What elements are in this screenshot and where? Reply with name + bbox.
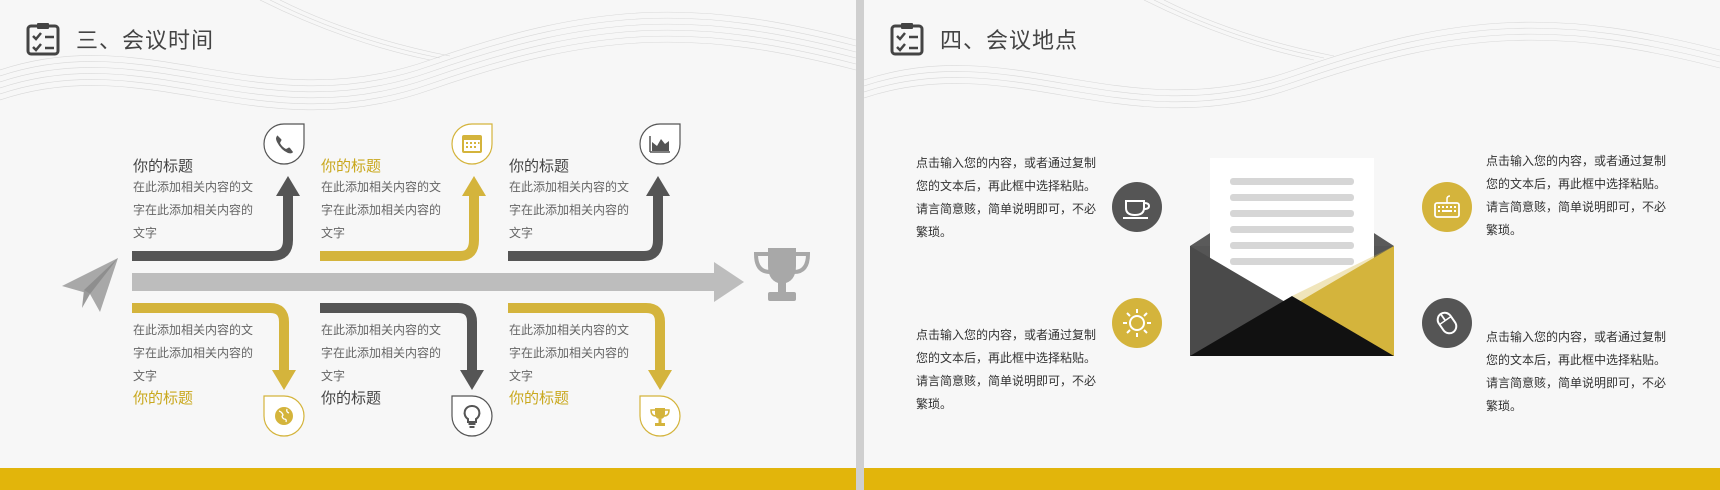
branch-arrow-top-2 bbox=[320, 194, 479, 261]
slide-title: 四、会议地点 bbox=[940, 29, 1079, 54]
item-bottom-2-title: 你的标题 bbox=[321, 389, 382, 407]
trophy-icon bbox=[650, 408, 670, 426]
branch-arrow-top-3 bbox=[508, 194, 663, 261]
item-top-3-title: 你的标题 bbox=[509, 157, 570, 175]
coffee-cup-icon-badge bbox=[1112, 182, 1162, 232]
item-top-2-title: 你的标题 bbox=[321, 157, 382, 175]
footer-accent-bar bbox=[0, 468, 856, 490]
item-top-1-title: 你的标题 bbox=[133, 157, 194, 175]
item-bottom-1-body: 在此添加相关内容的文字在此添加相关内容的文字 bbox=[133, 323, 254, 383]
branch-arrow-bottom-3 bbox=[508, 303, 665, 370]
info-text-top-left: 点击输入您的内容，或者通过复制您的文本后，再此框中选择粘贴。请言简意赅，简单说明… bbox=[916, 156, 1097, 239]
mouse-icon bbox=[1436, 311, 1458, 335]
info-text-bottom-left: 点击输入您的内容，或者通过复制您的文本后，再此框中选择粘贴。请言简意赅，简单说明… bbox=[916, 328, 1097, 411]
clipboard-checklist-icon bbox=[890, 23, 924, 56]
branch-arrow-bottom-2 bbox=[320, 303, 477, 370]
keyboard-icon bbox=[1434, 195, 1460, 218]
branch-arrow-top-1 bbox=[132, 194, 293, 261]
badge-top-2 bbox=[451, 123, 493, 165]
sun-icon bbox=[1123, 309, 1151, 337]
item-top-3-body: 在此添加相关内容的文字在此添加相关内容的文字 bbox=[509, 180, 630, 240]
globe-icon bbox=[275, 407, 293, 425]
item-top-2-body: 在此添加相关内容的文字在此添加相关内容的文字 bbox=[321, 180, 442, 240]
coffee-cup-icon bbox=[1123, 200, 1151, 219]
item-bottom-3-body: 在此添加相关内容的文字在此添加相关内容的文字 bbox=[509, 323, 630, 383]
slide-meeting-location: 四、会议地点 bbox=[864, 0, 1720, 490]
background-wave-decoration bbox=[0, 0, 856, 111]
slide-meeting-time: 三、会议时间 bbox=[0, 0, 856, 490]
item-bottom-1-title: 你的标题 bbox=[133, 389, 194, 407]
envelope-letter-illustration bbox=[1190, 158, 1394, 356]
paper-plane-icon bbox=[62, 258, 118, 312]
badge-bottom-2 bbox=[451, 395, 493, 437]
timeline-arrows bbox=[132, 176, 744, 390]
footer-accent-bar bbox=[864, 468, 1720, 490]
mouse-icon-badge bbox=[1422, 298, 1472, 348]
info-text-bottom-right: 点击输入您的内容，或者通过复制您的文本后，再此框中选择粘贴。请言简意赅，简单说明… bbox=[1486, 330, 1667, 413]
background-wave-decoration bbox=[864, 0, 1720, 109]
sun-icon-badge bbox=[1112, 298, 1162, 348]
area-chart-icon bbox=[649, 136, 670, 153]
slide-title: 三、会议时间 bbox=[76, 29, 215, 54]
badge-top-3 bbox=[639, 123, 681, 165]
item-bottom-2-body: 在此添加相关内容的文字在此添加相关内容的文字 bbox=[321, 323, 442, 383]
badge-bottom-1 bbox=[263, 395, 305, 437]
main-timeline-arrowhead bbox=[714, 262, 744, 302]
badge-bottom-3 bbox=[639, 395, 681, 437]
info-text-top-right: 点击输入您的内容，或者通过复制您的文本后，再此框中选择粘贴。请言简意赅，简单说明… bbox=[1486, 154, 1667, 237]
item-bottom-3-title: 你的标题 bbox=[509, 389, 570, 407]
keyboard-icon-badge bbox=[1422, 182, 1472, 232]
badge-top-1 bbox=[263, 123, 305, 165]
main-timeline-bar bbox=[132, 273, 714, 291]
item-top-1-body: 在此添加相关内容的文字在此添加相关内容的文字 bbox=[133, 180, 254, 240]
lightbulb-icon bbox=[463, 405, 481, 428]
clipboard-checklist-icon bbox=[26, 23, 60, 56]
branch-arrow-bottom-1 bbox=[132, 303, 289, 370]
phone-icon bbox=[276, 135, 293, 154]
trophy-large-icon bbox=[753, 248, 811, 301]
calendar-icon bbox=[462, 135, 482, 153]
